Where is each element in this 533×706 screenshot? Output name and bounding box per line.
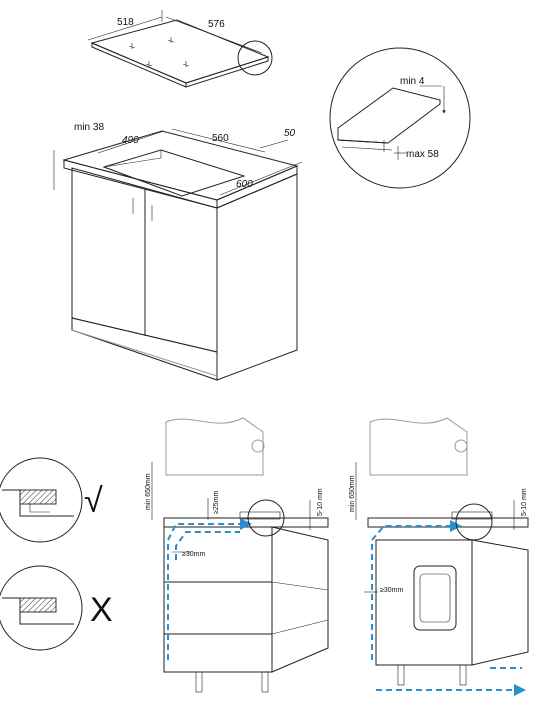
depth-label: 600 bbox=[236, 179, 253, 190]
wrong-mark: X bbox=[90, 591, 113, 629]
left-gap-25: ≥25mm bbox=[213, 491, 220, 514]
hob-width-label: 576 bbox=[208, 19, 225, 30]
left-min-height: min 650mm bbox=[145, 473, 152, 510]
right-min-height: min 650mm bbox=[349, 475, 356, 512]
hob-burner-marks bbox=[128, 37, 190, 67]
correct-mark: √ bbox=[84, 482, 103, 520]
cut-width-label: 560 bbox=[212, 133, 229, 144]
right-gap-30: ≥30mm bbox=[380, 587, 403, 594]
edge-label: 50 bbox=[284, 128, 296, 139]
cut-depth-label: 490 bbox=[122, 135, 139, 146]
max-thickness-label: max 58 bbox=[406, 149, 439, 160]
check-correct: √ bbox=[0, 457, 103, 543]
installation-left: min 650mm ≥25mm 5-10 mm ≥30mm bbox=[145, 417, 329, 693]
installation-right: min 650mm 5-10 mm ≥30mm bbox=[349, 417, 529, 696]
right-side-gap: 5-10 mm bbox=[521, 488, 528, 516]
check-wrong: X bbox=[0, 565, 113, 651]
left-side-gap: 5-10 mm bbox=[317, 488, 324, 516]
min-gap-label: min 4 bbox=[400, 76, 425, 87]
left-gap-30: ≥30mm bbox=[182, 551, 205, 558]
hob-depth-label: 518 bbox=[117, 17, 134, 28]
hob-detail-circle bbox=[237, 40, 273, 76]
detail-zoom-circle: min 4 max 58 bbox=[329, 47, 471, 189]
kitchen-cabinet: min 38 490 560 50 600 bbox=[53, 122, 303, 381]
worktop-cutout bbox=[102, 149, 246, 197]
hob-top-view: 518 576 bbox=[87, 10, 273, 88]
min-top-label: min 38 bbox=[74, 122, 104, 133]
